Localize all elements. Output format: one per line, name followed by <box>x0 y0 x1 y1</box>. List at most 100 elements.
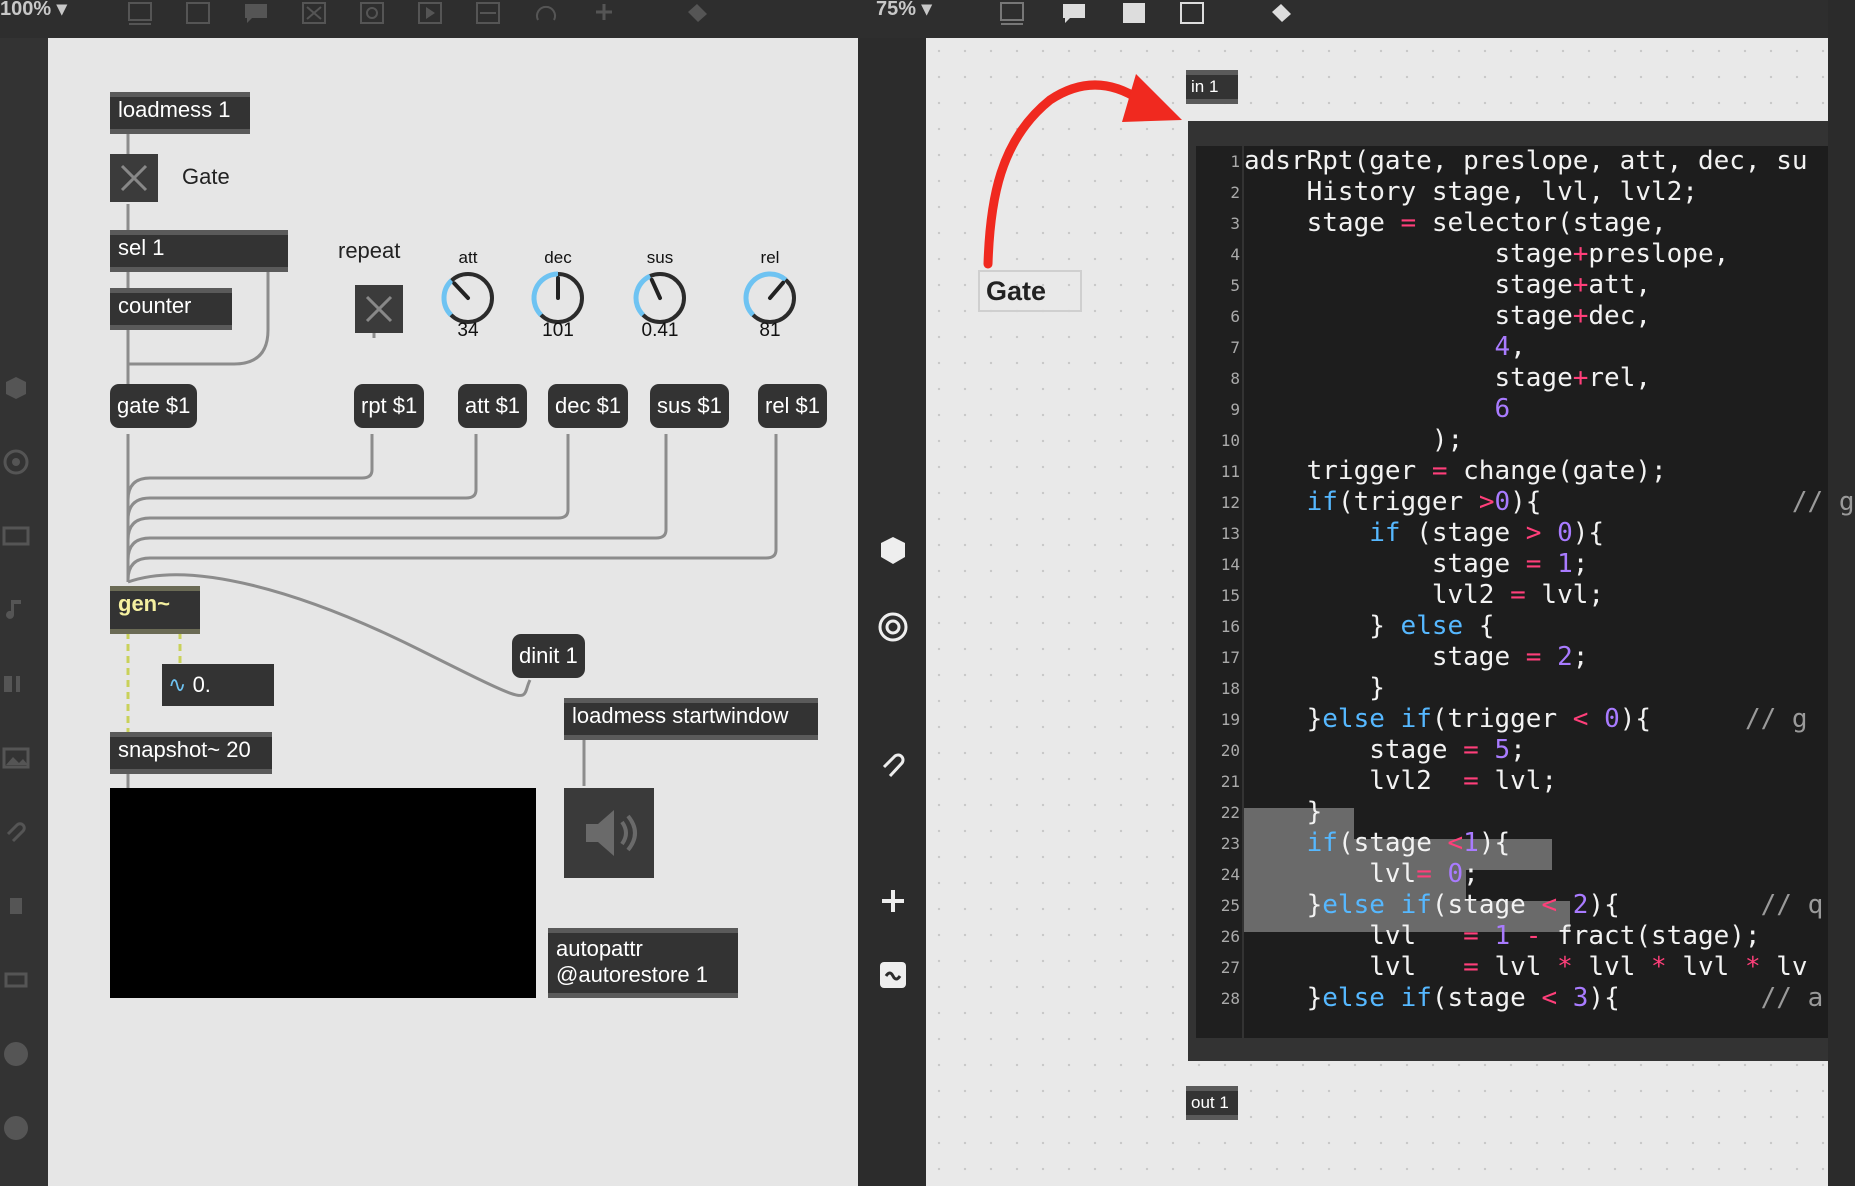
target-icon[interactable] <box>2 448 30 476</box>
code-line: 6 <box>1494 394 1511 424</box>
right-object-icon[interactable] <box>1120 2 1148 26</box>
code-line: stage = 1; <box>1244 549 1589 579</box>
att-message-text: att $1 <box>465 393 521 418</box>
loadmess-startwindow-text: loadmess startwindow <box>572 703 789 728</box>
gen-object[interactable]: gen~ <box>110 586 200 634</box>
line-number: 22 <box>1220 803 1240 822</box>
divider-cube-icon[interactable] <box>876 534 910 568</box>
dial-att[interactable] <box>440 270 496 326</box>
right-paint-bucket-icon[interactable] <box>1268 2 1296 26</box>
new-message-icon[interactable] <box>184 2 212 26</box>
right-zoom-value: 75% <box>876 0 917 20</box>
image-icon[interactable] <box>2 744 30 772</box>
line-number: 9 <box>1230 400 1240 419</box>
dial-rel[interactable] <box>742 270 798 326</box>
dial-arc <box>743 271 788 317</box>
code-line: lvl = 1 - fract(stage); <box>1244 921 1761 951</box>
outlet-text: out 1 <box>1191 1093 1229 1112</box>
right-toolbar: 75% ▾ <box>858 0 1828 38</box>
selection-highlight <box>1244 870 1466 901</box>
dial-object-icon[interactable] <box>532 2 560 26</box>
line-number: 17 <box>1220 648 1240 667</box>
plug-icon[interactable] <box>2 892 30 920</box>
presentation-icon[interactable] <box>126 2 154 26</box>
gate-toggle-label: Gate <box>182 164 230 189</box>
line-number: 19 <box>1220 710 1240 729</box>
v-circle-icon[interactable] <box>2 1040 30 1068</box>
snapshot-text: snapshot~ 20 <box>118 737 251 762</box>
code-line: stage = 5; <box>1244 735 1526 765</box>
loadmess-startwindow-object[interactable]: loadmess startwindow <box>564 698 818 740</box>
add-object-icon[interactable] <box>590 2 618 26</box>
annotation-arrow <box>983 74 1182 269</box>
counter-object[interactable]: counter <box>110 288 232 330</box>
comment-icon[interactable] <box>242 2 270 26</box>
codebox-icon[interactable] <box>1178 2 1206 26</box>
right-zoom-menu[interactable]: 75% ▾ <box>876 0 932 20</box>
code-line: stage = selector(stage, <box>1244 208 1667 238</box>
gate-comment-text: Gate <box>986 276 1047 306</box>
line-number: 16 <box>1220 617 1240 636</box>
toggle-object-icon[interactable] <box>300 2 328 26</box>
slider-object-icon[interactable] <box>474 2 502 26</box>
line-number: 1 <box>1230 152 1240 171</box>
dial-value-3: 81 <box>759 320 781 341</box>
repeat-toggle[interactable] <box>355 285 403 333</box>
play-object-icon[interactable] <box>416 2 444 26</box>
line-number: 20 <box>1220 741 1240 760</box>
rel-message[interactable]: rel $1 <box>758 384 828 428</box>
scope-display[interactable] <box>110 788 536 998</box>
code-line: ); <box>1244 425 1464 455</box>
dial-sus[interactable] <box>632 270 688 326</box>
signal-number-box[interactable]: ∿ 0. <box>162 664 274 706</box>
inlet-object[interactable]: in 1 <box>1186 70 1238 104</box>
cube-icon[interactable] <box>2 374 30 402</box>
divider-paperclip-icon[interactable] <box>876 748 910 782</box>
chip-icon[interactable] <box>2 966 30 994</box>
gate-toggle[interactable] <box>110 154 158 202</box>
code-line: stage = 2; <box>1244 642 1589 672</box>
divider-target-icon[interactable] <box>876 610 910 644</box>
sus-message-text: sus $1 <box>657 393 722 418</box>
ezdac-speaker[interactable] <box>564 788 654 878</box>
divider-tilde-icon[interactable] <box>876 958 910 992</box>
dial-arc <box>633 273 652 317</box>
button-object-icon[interactable] <box>358 2 386 26</box>
code-line: } <box>1244 797 1323 827</box>
line-number: 14 <box>1220 555 1240 574</box>
paperclip-icon[interactable] <box>2 818 30 846</box>
loadmess-object[interactable]: loadmess 1 <box>110 92 250 134</box>
dial-arc <box>531 271 559 317</box>
outlet-object[interactable]: out 1 <box>1186 1086 1238 1120</box>
dinit-message[interactable]: dinit 1 <box>512 634 585 678</box>
autopattr-object[interactable]: autopattr @autorestore 1 <box>548 928 738 998</box>
dec-message[interactable]: dec $1 <box>548 384 629 428</box>
tv-icon[interactable] <box>2 522 30 550</box>
code-line: }else if(trigger < 0){ // g <box>1244 704 1808 734</box>
code-line: } else { <box>1244 611 1495 641</box>
divider-plus-icon[interactable] <box>876 884 910 918</box>
code-editor[interactable]: adsrRpt(gate, preslope, att, dec, su His… <box>1244 146 1855 1038</box>
line-number: 23 <box>1220 834 1240 853</box>
repeat-label: repeat <box>338 238 401 263</box>
right-comment-icon[interactable] <box>1060 2 1088 26</box>
snapshot-object[interactable]: snapshot~ 20 <box>110 732 272 774</box>
sel-object[interactable]: sel 1 <box>110 230 288 272</box>
b-circle-icon[interactable] <box>2 1114 30 1142</box>
gate-message[interactable]: gate $1 <box>110 384 198 428</box>
rpt-message[interactable]: rpt $1 <box>354 384 425 428</box>
line-number: 28 <box>1220 989 1240 1008</box>
loadmess-text: loadmess 1 <box>118 97 231 122</box>
music-note-icon[interactable] <box>2 596 30 624</box>
right-presentation-icon[interactable] <box>998 2 1026 26</box>
left-zoom-menu[interactable]: 100% ▾ <box>0 0 67 20</box>
code-line: stage+rel, <box>1244 363 1652 393</box>
paint-bucket-icon[interactable] <box>684 2 712 26</box>
line-number: 7 <box>1230 338 1240 357</box>
dial-needle <box>452 281 470 300</box>
sus-message[interactable]: sus $1 <box>650 384 729 428</box>
grid-icon[interactable] <box>2 670 30 698</box>
dial-dec[interactable] <box>530 270 586 326</box>
att-message[interactable]: att $1 <box>458 384 528 428</box>
patch-cords <box>126 128 778 790</box>
